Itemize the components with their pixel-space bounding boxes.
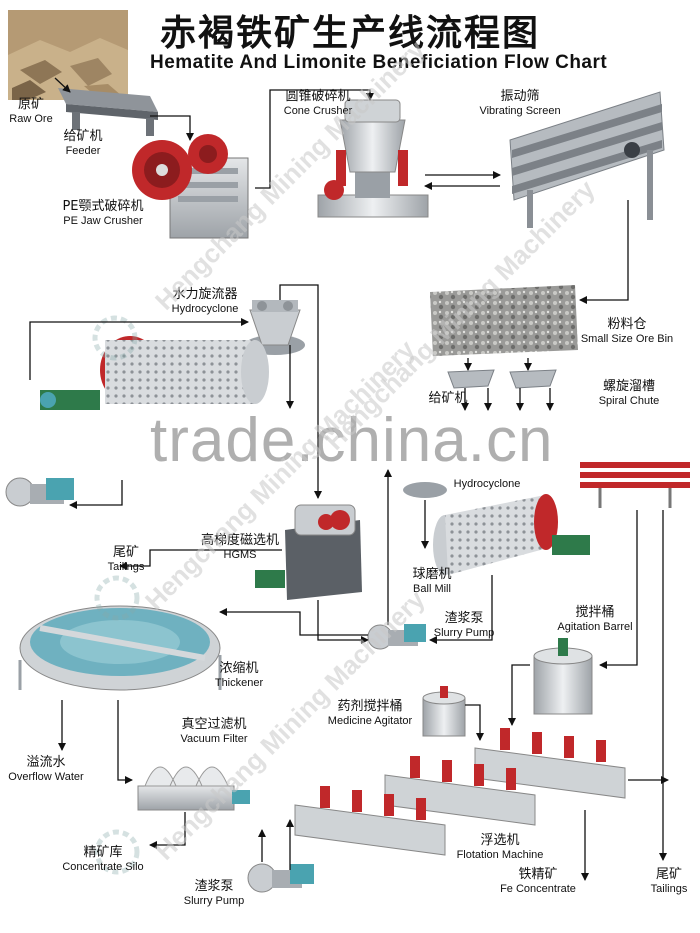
slurry-pump-bottom-machine	[247, 863, 314, 893]
gear-logo-icon	[92, 315, 140, 875]
raw-ore-image	[8, 10, 128, 100]
label-small-ore-bin-en: Small Size Ore Bin	[580, 332, 674, 345]
label-ball-mill-en: Ball Mill	[413, 582, 451, 595]
label-jaw-crusher-cn: PE颚式破碎机	[62, 199, 144, 214]
ore-bin-image	[430, 285, 578, 356]
cone-crusher-machine	[317, 99, 429, 218]
flow-arrows	[29, 77, 669, 881]
label-cone-crusher-cn: 圆锥破碎机	[285, 89, 351, 104]
title-english: Hematite And Limonite Beneficiation Flow…	[150, 52, 608, 73]
label-vacuum-filter-en: Vacuum Filter	[180, 732, 248, 745]
label-tailings-right-cn: 尾矿	[655, 867, 682, 882]
jaw-crusher-machine	[132, 134, 249, 239]
label-spiral-chute-cn: 螺旋溜槽	[602, 379, 655, 394]
spiral-chute-machine	[580, 462, 690, 508]
ball-mill-left-machine	[40, 336, 269, 410]
slurry-pump-left-machine	[5, 477, 74, 507]
label-small-ore-bin: 粉料仓 Small Size Ore Bin	[576, 317, 678, 346]
label-fe-concentrate-cn: 铁精矿	[518, 867, 558, 882]
label-feeder-top: 给矿机 Feeder	[58, 129, 108, 158]
label-vibrating-screen-cn: 振动筛	[500, 89, 540, 104]
feeder-pair-machine	[447, 369, 557, 389]
label-vacuum-filter-cn: 真空过滤机	[181, 717, 247, 732]
label-spiral-chute: 螺旋溜槽 Spiral Chute	[592, 379, 666, 408]
label-agitation-barrel-cn: 搅拌桶	[575, 605, 615, 620]
label-medicine-agitator-en: Medicine Agitator	[327, 714, 413, 727]
hydrocyclone-mid-machine	[403, 482, 447, 498]
label-concentrate-silo: 精矿库 Concentrate Silo	[52, 845, 154, 874]
label-medicine-agitator: 药剂搅拌桶 Medicine Agitator	[318, 699, 422, 728]
label-tailings-left-en: Tailings	[107, 560, 145, 573]
label-slurry-pump-bottom: 渣浆泵 Slurry Pump	[176, 879, 252, 908]
label-slurry-pump-bottom-en: Slurry Pump	[183, 894, 245, 907]
label-overflow-water: 溢流水 Overflow Water	[0, 755, 92, 784]
thickener-machine	[18, 605, 222, 691]
label-thickener-en: Thickener	[214, 676, 264, 689]
medicine-agitator-machine	[422, 686, 466, 737]
label-thickener: 浓缩机 Thickener	[206, 661, 272, 690]
label-hydrocyclone-top-cn: 水力旋流器	[172, 287, 238, 302]
label-concentrate-silo-en: Concentrate Silo	[62, 860, 144, 873]
label-slurry-pump-mid-en: Slurry Pump	[433, 626, 495, 639]
label-ball-mill: 球磨机 Ball Mill	[404, 567, 460, 596]
label-jaw-crusher-en: PE Jaw Crusher	[63, 214, 143, 227]
agitation-barrel-machine	[533, 638, 593, 715]
label-hydrocyclone-mid: Hydrocyclone	[450, 478, 524, 491]
slurry-pump-mid-machine	[367, 624, 426, 650]
label-feeder-top-en: Feeder	[65, 144, 101, 157]
label-overflow-water-cn: 溢流水	[26, 755, 66, 770]
label-overflow-water-en: Overflow Water	[8, 770, 84, 783]
label-vibrating-screen-en: Vibrating Screen	[479, 104, 561, 117]
title-chinese: 赤褐铁矿生产线流程图	[159, 13, 540, 54]
label-tailings-right-en: Tailings	[650, 882, 688, 895]
label-raw-ore-en: Raw Ore	[9, 112, 53, 125]
label-jaw-crusher: PE颚式破碎机 PE Jaw Crusher	[48, 199, 158, 228]
label-hydrocyclone-top: 水力旋流器 Hydrocyclone	[160, 287, 250, 316]
label-small-ore-bin-cn: 粉料仓	[607, 317, 647, 332]
label-flotation-machine-en: Flotation Machine	[456, 848, 544, 861]
label-cone-crusher-en: Cone Crusher	[283, 104, 353, 117]
label-feeder-mid: 给矿机	[424, 391, 472, 407]
label-hgms-en: HGMS	[223, 548, 257, 561]
label-hgms-cn: 高梯度磁选机	[200, 533, 279, 548]
label-concentrate-silo-cn: 精矿库	[83, 845, 123, 860]
label-tailings-left-cn: 尾矿	[112, 545, 139, 560]
feeder-machine	[58, 88, 158, 136]
label-flotation-machine: 浮选机 Flotation Machine	[444, 833, 556, 862]
label-agitation-barrel: 搅拌桶 Agitation Barrel	[548, 605, 642, 634]
label-medicine-agitator-cn: 药剂搅拌桶	[337, 699, 403, 714]
label-raw-ore: 原矿 Raw Ore	[4, 97, 58, 126]
label-raw-ore-cn: 原矿	[17, 97, 44, 112]
vibrating-screen-machine	[509, 91, 665, 228]
label-agitation-barrel-en: Agitation Barrel	[557, 620, 633, 633]
label-thickener-cn: 浓缩机	[219, 661, 259, 676]
label-slurry-pump-mid-cn: 渣浆泵	[444, 611, 484, 626]
label-vibrating-screen: 振动筛 Vibrating Screen	[470, 89, 570, 118]
label-cone-crusher: 圆锥破碎机 Cone Crusher	[278, 89, 358, 118]
label-feeder-mid-cn: 给矿机	[428, 391, 468, 406]
label-spiral-chute-en: Spiral Chute	[598, 394, 660, 407]
label-fe-concentrate: 铁精矿 Fe Concentrate	[488, 867, 588, 896]
label-tailings-left: 尾矿 Tailings	[98, 545, 154, 574]
hgms-machine	[255, 504, 362, 600]
label-vacuum-filter: 真空过滤机 Vacuum Filter	[172, 717, 256, 746]
label-slurry-pump-mid: 渣浆泵 Slurry Pump	[426, 611, 502, 640]
vacuum-filter-machine	[137, 766, 250, 811]
label-tailings-right: 尾矿 Tailings	[640, 867, 698, 896]
ball-mill-mid-machine	[433, 494, 590, 575]
label-hydrocyclone-top-en: Hydrocyclone	[171, 302, 239, 315]
label-fe-concentrate-en: Fe Concentrate	[500, 882, 576, 895]
label-slurry-pump-bottom-cn: 渣浆泵	[194, 879, 234, 894]
label-ball-mill-cn: 球磨机	[412, 567, 452, 582]
flotation-machine-group	[294, 728, 626, 856]
label-hgms: 高梯度磁选机 HGMS	[195, 533, 285, 562]
label-hydrocyclone-mid-en: Hydrocyclone	[453, 478, 521, 490]
watermark-site: trade.china.cn	[150, 406, 554, 475]
label-flotation-machine-cn: 浮选机	[480, 833, 520, 848]
hydrocyclone-top-machine	[245, 300, 305, 355]
label-feeder-top-cn: 给矿机	[63, 129, 103, 144]
